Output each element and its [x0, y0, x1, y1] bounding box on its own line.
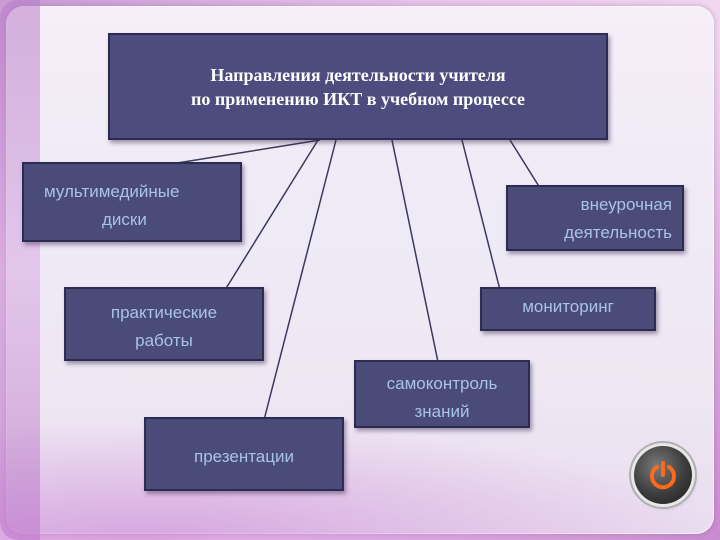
node-extracurricular-line-2: деятельность — [564, 223, 672, 242]
node-practical-line-1: практические — [110, 303, 218, 322]
node-practical-line-2: работы — [135, 331, 193, 350]
node-presentations: презентации — [144, 417, 344, 491]
node-extracurricular-line-1: внеурочная — [580, 195, 672, 214]
title-line-1: Направления деятельности учителя — [210, 64, 506, 85]
connector-presentations — [263, 139, 337, 421]
node-extracurricular: внеурочная деятельность — [506, 185, 684, 251]
title-line-2: по применению ИКТ в учебном процессе — [190, 88, 526, 109]
node-self-control-line-1: самоконтроль — [386, 374, 498, 393]
connector-self-control — [391, 139, 439, 363]
connector-extracurricular — [509, 139, 541, 189]
connector-practical — [224, 139, 319, 291]
node-multimedia: мультимедийные диски — [22, 162, 242, 242]
node-practical: практические работы — [64, 287, 264, 361]
connector-monitoring — [461, 139, 501, 291]
power-button[interactable] — [634, 446, 692, 504]
node-monitoring-line-1: мониторинг — [522, 297, 614, 316]
node-self-control: самоконтроль знаний — [354, 360, 530, 428]
power-icon — [650, 461, 676, 490]
node-multimedia-line-2: диски — [102, 210, 147, 229]
node-presentations-line-1: презентации — [194, 447, 294, 466]
diagram-title-box: Направления деятельности учителя по прим… — [108, 33, 608, 140]
node-self-control-line-2: знаний — [414, 402, 470, 421]
decorative-glow — [0, 420, 720, 540]
node-monitoring: мониторинг — [480, 287, 656, 331]
node-multimedia-line-1: мультимедийные — [44, 182, 180, 201]
